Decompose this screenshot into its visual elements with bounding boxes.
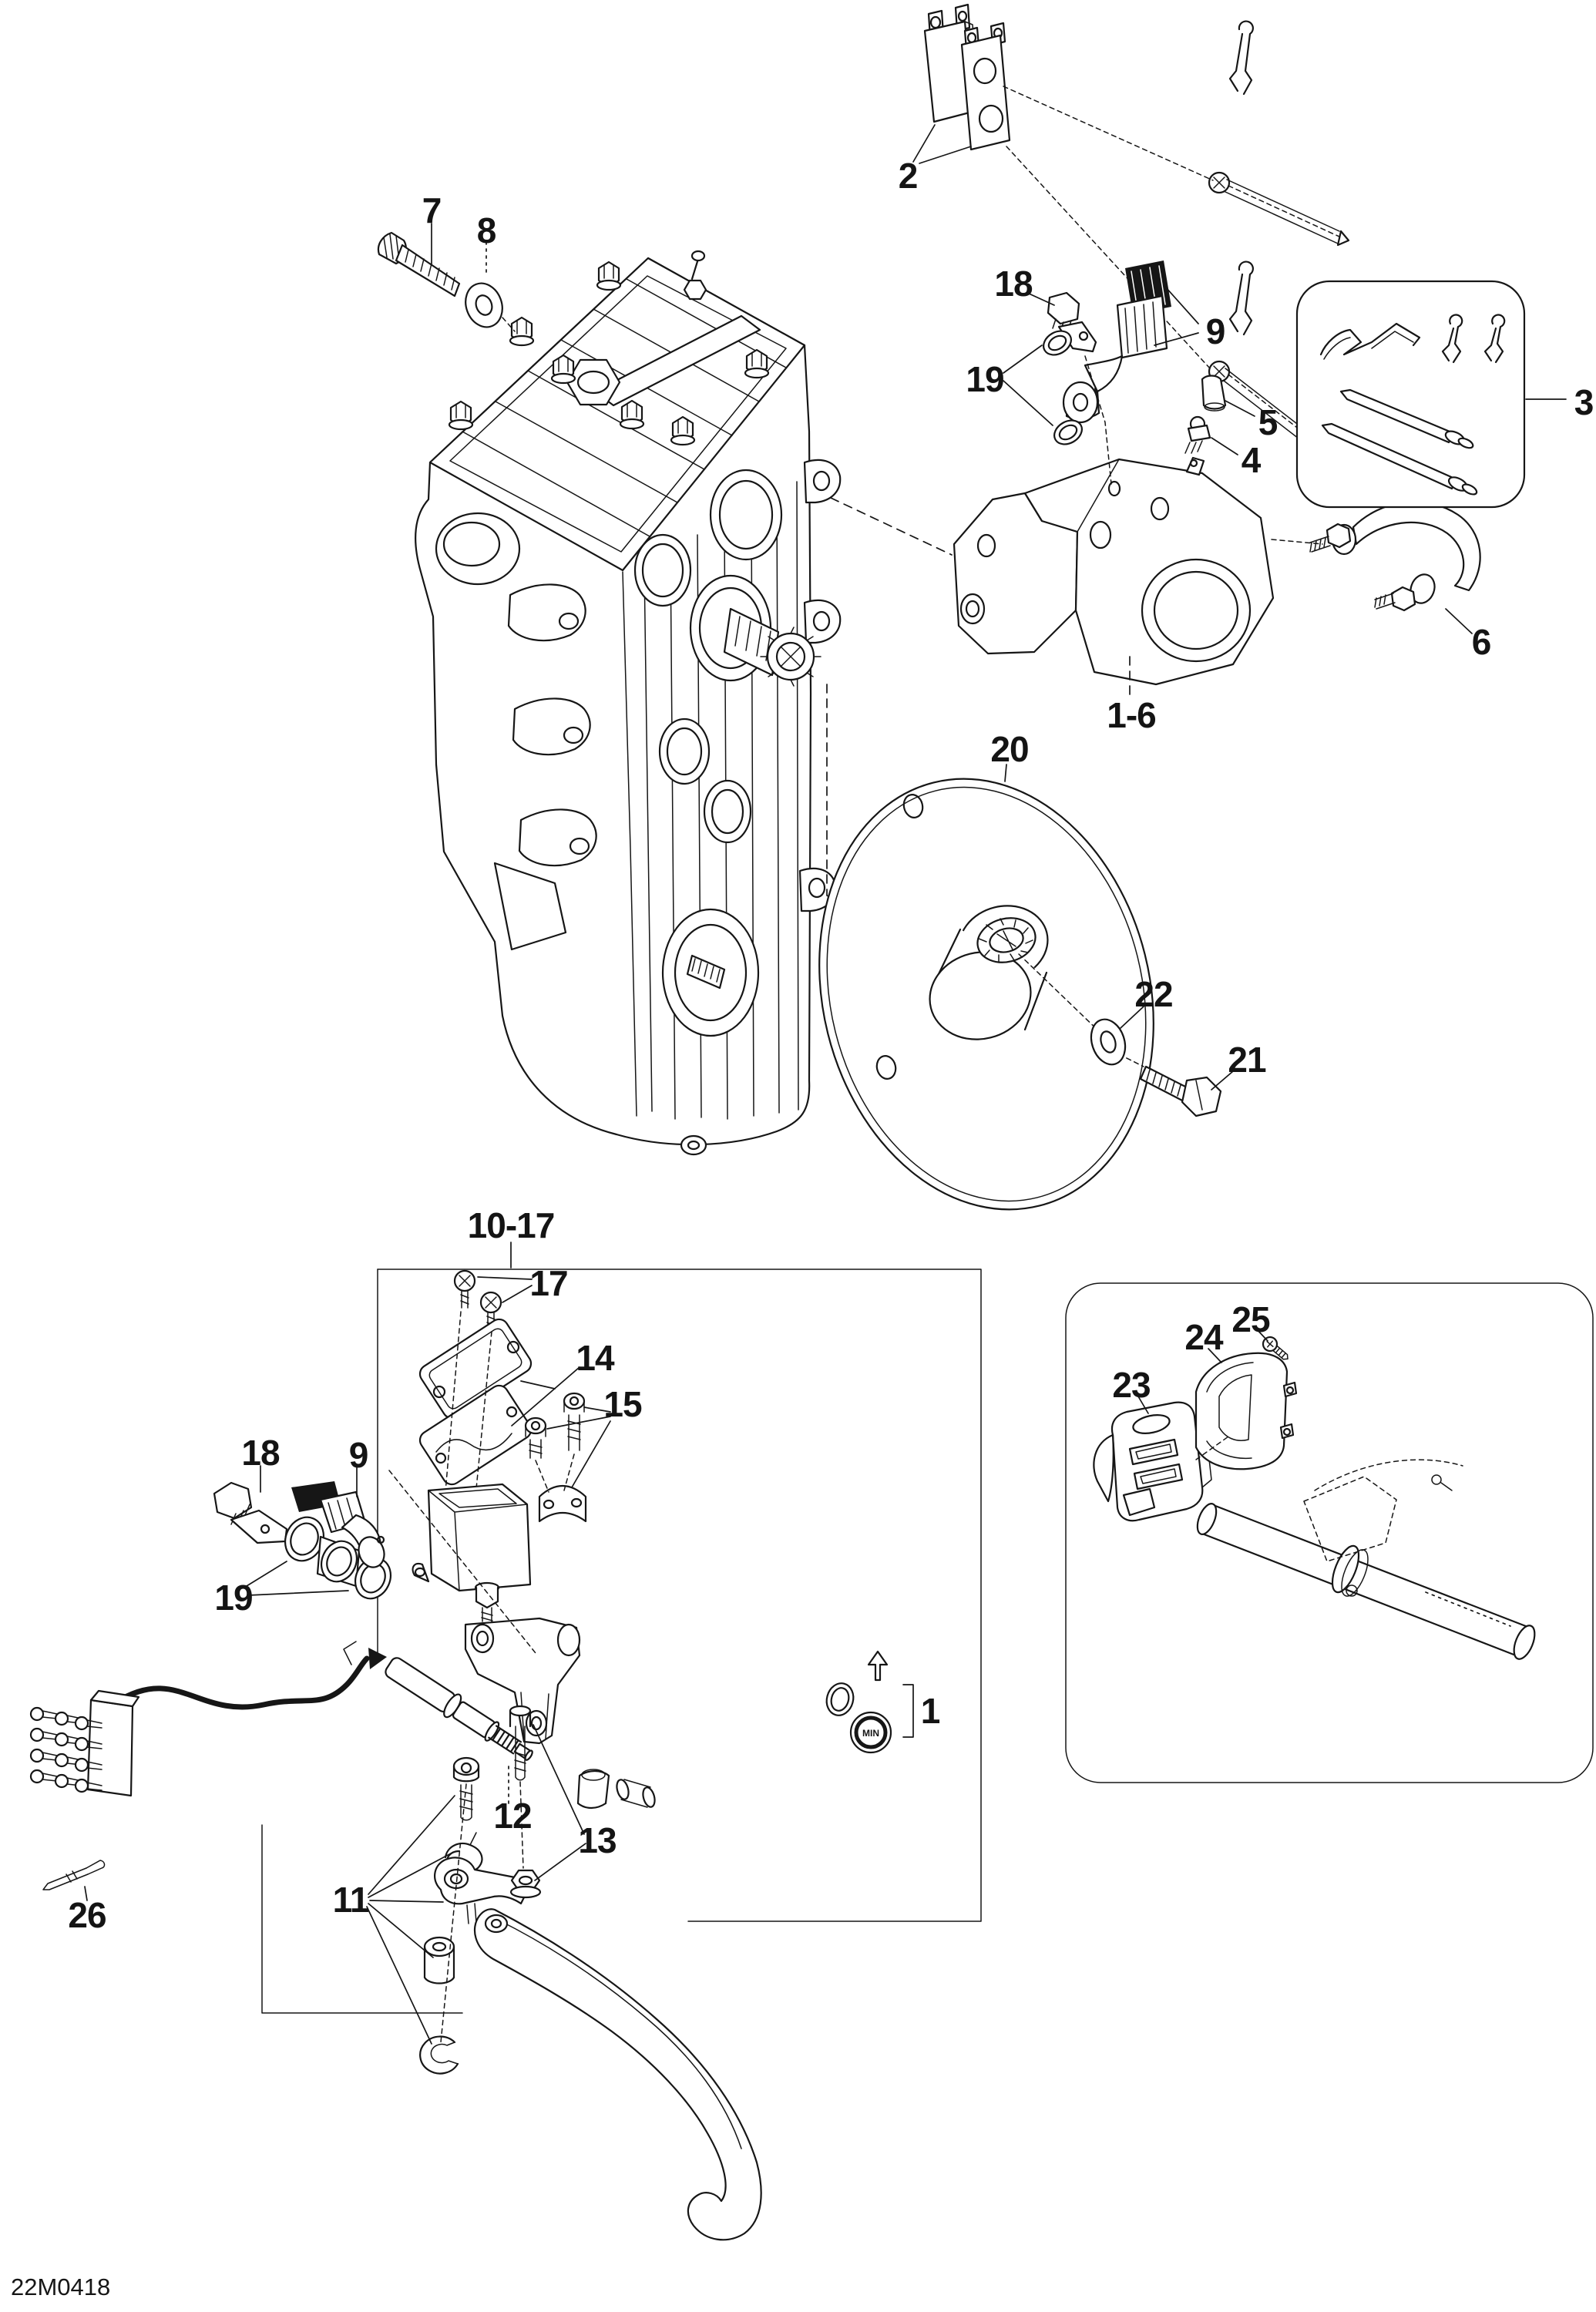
housing-cover-24-drawing	[1194, 1352, 1298, 1470]
callout-4: 4	[1241, 440, 1262, 480]
handlebar-drawing	[1196, 1459, 1536, 1660]
callout-15: 15	[603, 1384, 642, 1424]
connector-block-drawing	[29, 1689, 140, 1797]
master-cylinder-body-drawing	[464, 1617, 581, 1745]
callout-6: 6	[1471, 622, 1492, 662]
callout-1-6: 1-6	[1107, 695, 1156, 735]
callout-10-17: 10-17	[467, 1205, 556, 1245]
lever-bushing-11-drawing	[423, 1936, 455, 1984]
callout-11: 11	[332, 1880, 370, 1920]
callout-12: 12	[493, 1796, 532, 1836]
brake-hose-9-bottom-drawing	[291, 1481, 385, 1568]
bleeder-valve-4-drawing	[1184, 415, 1211, 454]
disc-hub	[929, 905, 1049, 1040]
callout-5: 5	[1258, 402, 1278, 442]
callout-8: 8	[476, 210, 497, 250]
washer-8-drawing	[465, 282, 503, 328]
callout-23: 23	[1112, 1365, 1151, 1405]
oil-plug	[686, 954, 726, 990]
screw-7-drawing	[377, 231, 461, 297]
callout-19-bottom: 19	[214, 1578, 253, 1618]
brake-hose-9-top-drawing	[1062, 260, 1171, 424]
callout-3: 3	[1574, 382, 1594, 422]
o-rings-19-top-drawing	[1043, 330, 1083, 445]
brake-light-switch-12-drawing	[385, 1657, 533, 1761]
pivot-bolt-13-drawing	[509, 1705, 532, 1781]
brake-pads-drawing	[923, 3, 1011, 151]
vent-fitting	[683, 250, 707, 301]
assembly-box-10-17	[261, 1269, 982, 2014]
callout-2: 2	[898, 156, 919, 196]
callout-9-top: 9	[1205, 311, 1226, 351]
callout-18-bottom: 18	[241, 1433, 280, 1473]
banjo-bolt-18-bottom-drawing	[213, 1481, 288, 1544]
callout-19-top: 19	[966, 359, 1004, 399]
min-marking: MIN	[862, 1728, 879, 1739]
callout-9-bottom: 9	[348, 1435, 369, 1475]
terminal-26-drawing	[42, 1860, 106, 1890]
callout-21: 21	[1228, 1040, 1266, 1080]
switch-cable-drawing	[114, 1641, 387, 1710]
callout-24: 24	[1184, 1317, 1223, 1357]
callout-7: 7	[422, 190, 442, 230]
callout-25: 25	[1231, 1299, 1270, 1339]
callout-26: 26	[68, 1895, 106, 1935]
kit-1-drawing: MIN	[825, 1650, 914, 1754]
switch-housing-23-drawing	[1093, 1401, 1212, 1522]
reservoir-body-drawing	[412, 1483, 532, 1592]
pivot-nut-13-drawing	[509, 1869, 542, 1899]
callout-18-top: 18	[994, 264, 1033, 304]
brake-lever-drawing	[473, 1908, 762, 2241]
switch-housing-box	[1065, 1282, 1594, 1783]
drawing-number: 22M0418	[11, 2273, 111, 2300]
callout-1: 1	[920, 1691, 941, 1731]
up-arrow-marking	[867, 1650, 889, 1682]
callout-22: 22	[1134, 974, 1173, 1014]
callout-17: 17	[529, 1263, 568, 1303]
callout-13: 13	[578, 1820, 617, 1860]
piston-boot-drawing	[576, 1769, 656, 1810]
brake-disc-drawing	[818, 778, 1154, 1211]
o-rings-19-bottom-drawing	[284, 1516, 392, 1600]
handlebar-clamp-15-drawing	[538, 1485, 587, 1523]
pivot-screw-11-drawing	[452, 1756, 480, 1821]
callout-20: 20	[990, 729, 1029, 769]
parts-kit-3-drawing	[1295, 280, 1526, 509]
bleeder-cap-5-drawing	[1201, 375, 1227, 412]
filler-plug	[566, 358, 621, 406]
caliper-hose-6-drawing	[1309, 501, 1481, 612]
output-shaft	[723, 607, 822, 687]
callout-14: 14	[576, 1338, 614, 1378]
reservoir-screws-17-drawing	[453, 1269, 502, 1330]
gearbox-drawing	[415, 250, 842, 1156]
pad-pin-clips-drawing	[1228, 20, 1254, 336]
bolt-21-drawing	[1139, 1065, 1222, 1117]
washer-22-drawing	[1090, 1018, 1127, 1066]
clamp-screws-15-drawing	[524, 1392, 586, 1459]
e-clip-11-drawing	[419, 2035, 459, 2075]
caliper-drawing	[953, 456, 1275, 686]
